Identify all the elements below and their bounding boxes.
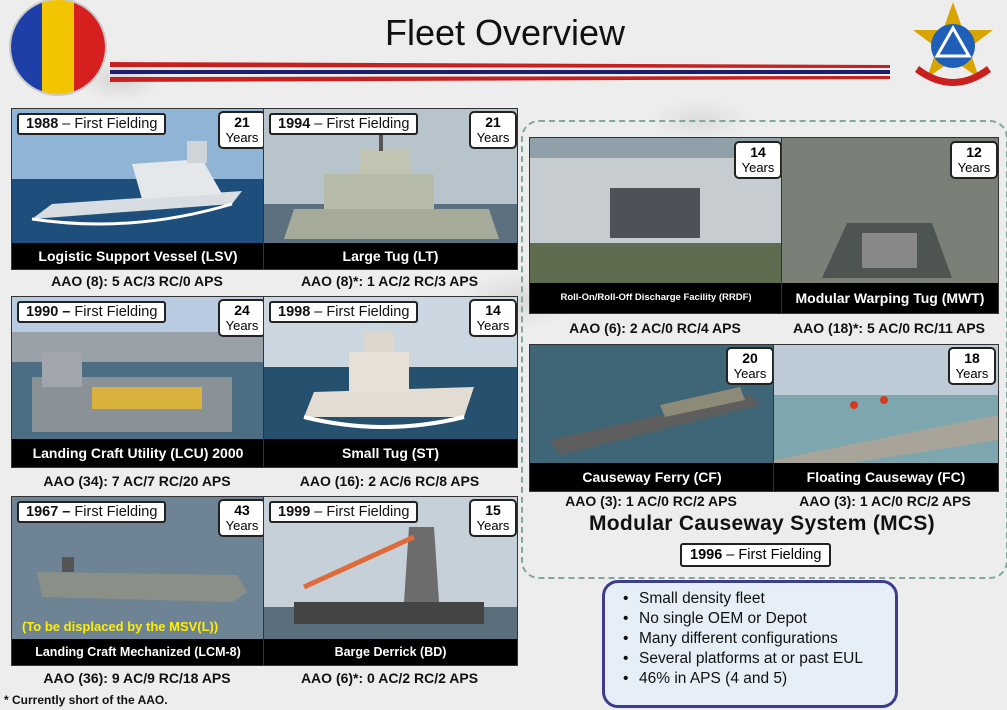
header-stripes	[110, 62, 890, 82]
lsv-caption: Logistic Support Vessel (LSV)	[12, 243, 264, 269]
key-point: Several platforms at or past EUL	[623, 649, 895, 669]
lt-aao: AAO (8)*: 1 AC/2 RC/3 APS	[300, 273, 479, 289]
st-aao: AAO (16): 2 AC/6 RC/8 APS	[299, 473, 480, 489]
lcm-fielding-tag: 1967 – First Fielding	[17, 501, 167, 523]
rrdf-caption: Roll-On/Roll-Off Discharge Facility (RRD…	[530, 283, 782, 313]
mcs-title: Modular Causeway System (MCS)	[589, 512, 935, 535]
lcm-caption: Landing Craft Mechanized (LCM-8)	[12, 639, 264, 665]
lcu-caption: Landing Craft Utility (LCU) 2000	[12, 439, 264, 467]
unit-patch-logo	[11, 0, 105, 94]
cf-caption: Causeway Ferry (CF)	[530, 463, 774, 491]
key-point: Small density fleet	[623, 589, 895, 609]
lcu-fielding-tag: 1990 – First Fielding	[17, 301, 167, 323]
mcs-fielding-tag: 1996 – First Fielding	[680, 543, 832, 567]
key-point: 46% in APS (4 and 5)	[623, 669, 895, 689]
key-points-box: Small density fleet No single OEM or Dep…	[602, 580, 898, 708]
st-caption: Small Tug (ST)	[264, 439, 517, 467]
bd-caption: Barge Derrick (BD)	[264, 639, 517, 665]
cf-aao: AAO (3): 1 AC/0 RC/2 APS	[565, 493, 737, 509]
key-point: Many different configurations	[623, 629, 895, 649]
bd-fielding-tag: 1999 – First Fielding	[269, 501, 419, 523]
page-title: Fleet Overview	[384, 12, 626, 53]
footnote: * Currently short of the AAO.	[4, 693, 168, 707]
bd-aao: AAO (6)*: 0 AC/2 RC/2 APS	[300, 670, 479, 686]
lcm-replacement-note: (To be displaced by the MSV(L))	[22, 619, 219, 634]
lt-fielding-tag: 1994 – First Fielding	[269, 113, 419, 135]
mwt-caption: Modular Warping Tug (MWT)	[782, 283, 998, 313]
fc-aao: AAO (3): 1 AC/0 RC/2 APS	[799, 493, 971, 509]
lsv-fielding-tag: 1988 – First Fielding	[17, 113, 167, 135]
fc-caption: Floating Causeway (FC)	[774, 463, 998, 491]
mwt-aao: AAO (18)*: 5 AC/0 RC/11 APS	[793, 320, 985, 336]
lcm-aao: AAO (36): 9 AC/9 RC/18 APS	[43, 670, 231, 686]
key-point: No single OEM or Depot	[623, 609, 895, 629]
lsv-aao: AAO (8): 5 AC/3 RC/0 APS	[51, 273, 223, 289]
support-starts-here-emblem	[913, 2, 993, 86]
st-fielding-tag: 1998 – First Fielding	[269, 301, 419, 323]
lcu-aao: AAO (34): 7 AC/7 RC/20 APS	[43, 473, 231, 489]
lt-caption: Large Tug (LT)	[264, 243, 517, 269]
rrdf-aao: AAO (6): 2 AC/0 RC/4 APS	[569, 320, 741, 336]
